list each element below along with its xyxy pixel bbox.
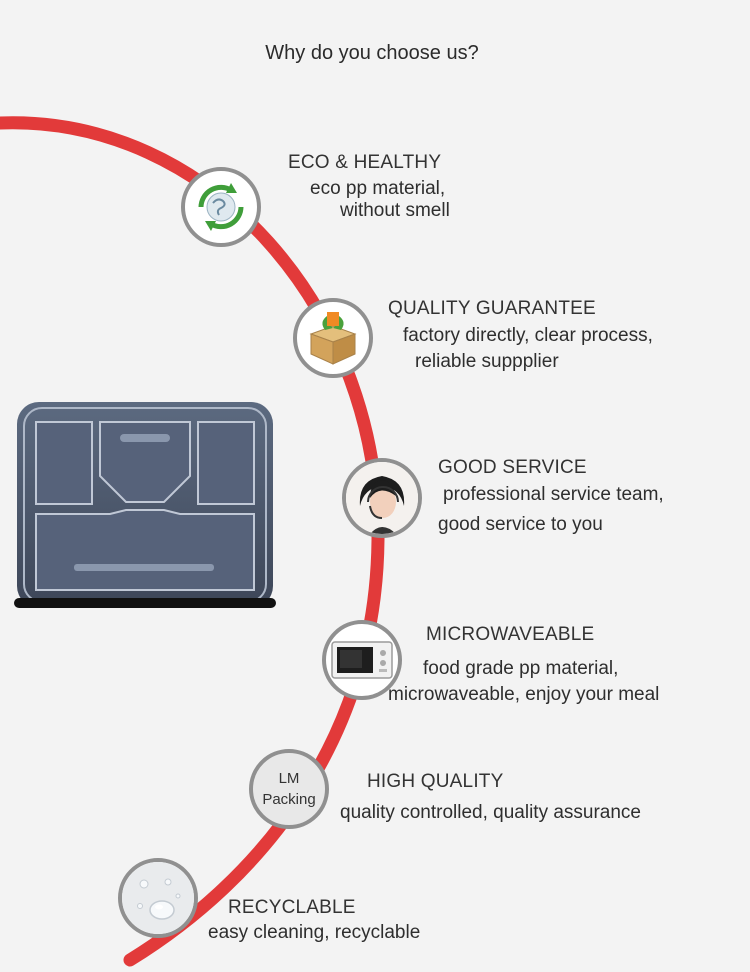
feature-desc-line2: microwaveable, enjoy your meal: [388, 684, 660, 705]
feature-good-service: GOOD SERVICE professional service team, …: [438, 457, 664, 536]
feature-title: RECYCLABLE: [228, 897, 356, 918]
eco-circle: [181, 167, 261, 247]
feature-title: HIGH QUALITY: [367, 771, 504, 792]
good-service-circle: [342, 458, 422, 538]
feature-desc-line1: professional service team,: [443, 484, 664, 505]
factory-box-icon: [309, 312, 357, 365]
feature-desc-line1: food grade pp material,: [423, 658, 619, 679]
service-agent-icon: [346, 462, 418, 534]
feature-title: ECO & HEALTHY: [288, 152, 442, 173]
feature-desc-line2: without smell: [340, 200, 450, 221]
brand-badge-circle: LM Packing: [249, 749, 329, 829]
feature-desc-line2: good service to you: [438, 514, 603, 535]
feature-desc-line2: reliable suppplier: [415, 351, 559, 372]
feature-title: QUALITY GUARANTEE: [388, 298, 596, 319]
meal-box-product-image: [14, 394, 276, 621]
feature-high-quality: HIGH QUALITY quality controlled, quality…: [340, 771, 641, 824]
microwave-icon: [331, 641, 393, 679]
feature-desc-line1: factory directly, clear process,: [403, 325, 653, 346]
feature-desc-line1: eco pp material,: [310, 178, 446, 199]
feature-desc-line1: quality controlled, quality assurance: [340, 802, 642, 823]
page-headline: Why do you choose us?: [265, 42, 479, 64]
water-drop-icon: [122, 862, 194, 934]
feature-microwaveable: MICROWAVEABLE food grade pp material, mi…: [388, 624, 659, 706]
brand-badge-line1: LM: [278, 770, 300, 787]
recyclable-circle: [118, 858, 198, 938]
feature-eco-healthy: ECO & HEALTHY eco pp material, without s…: [288, 152, 450, 222]
feature-recyclable: RECYCLABLE easy cleaning, recyclable: [208, 897, 420, 944]
microwaveable-circle: [322, 620, 402, 700]
feature-title: MICROWAVEABLE: [426, 624, 595, 645]
brand-badge-line2: Packing: [262, 791, 316, 808]
recycle-globe-icon: [198, 183, 244, 231]
feature-title: GOOD SERVICE: [438, 457, 587, 478]
brand-badge: LM Packing: [262, 768, 315, 810]
quality-guarantee-circle: [293, 298, 373, 378]
feature-desc-line1: easy cleaning, recyclable: [208, 922, 421, 943]
feature-quality-guarantee: QUALITY GUARANTEE factory directly, clea…: [388, 298, 653, 373]
